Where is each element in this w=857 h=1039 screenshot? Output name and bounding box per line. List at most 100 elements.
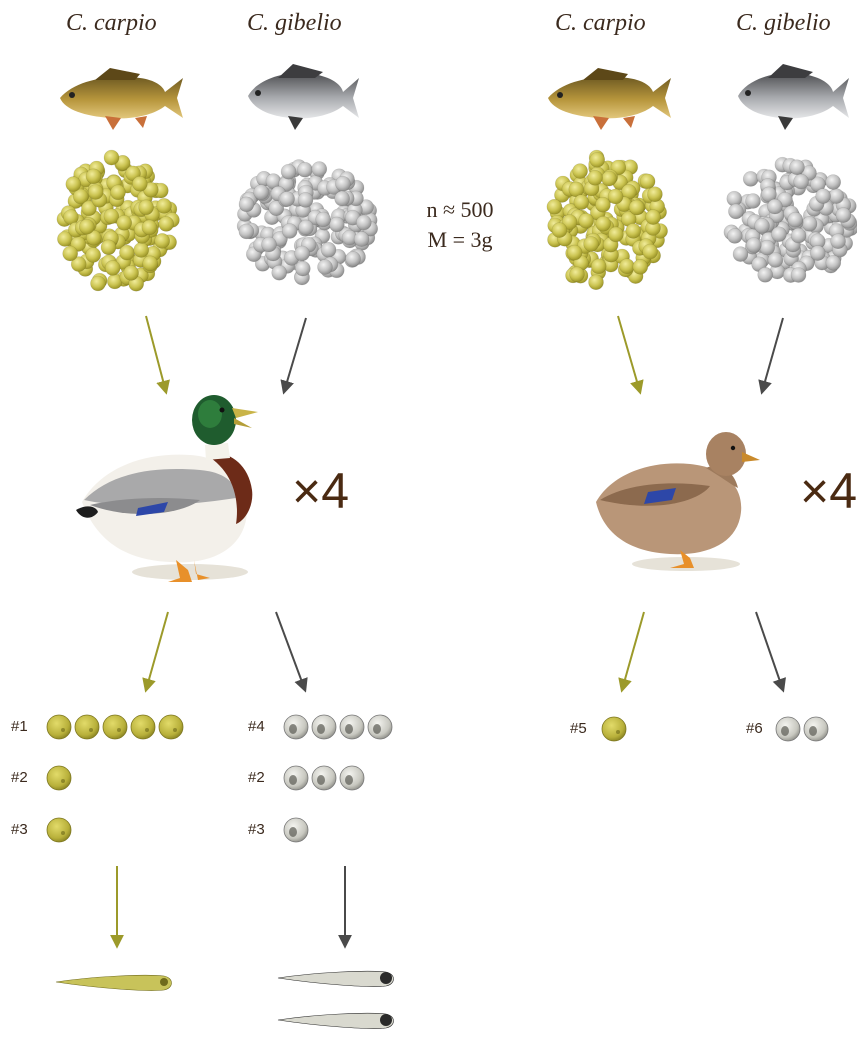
species-label-carpio-right: C. carpio [555,10,646,36]
gibel-carp-fish-icon-right [738,64,849,130]
egg-icon [298,219,314,236]
egg-icon [79,218,95,235]
egg-icon [732,246,749,262]
carp-fish-icon-right [548,68,671,130]
egg-row-2-carpio [46,765,72,791]
egg-icon [809,245,826,261]
n-label: n ≈ 500 [426,197,494,222]
arrow-duck-left-to-gibelio [275,611,308,693]
egg-icon [642,243,658,260]
embryo-icon [616,730,620,734]
egg-row-3-carpio [46,817,72,843]
egg-icon [595,216,612,232]
egg-icon [90,275,106,292]
egg-icon [745,193,761,209]
egg-icon [85,168,102,185]
egg-icon [100,239,117,256]
egg-icon [116,215,132,231]
egg-icon [156,198,172,214]
egg-icon [759,239,776,256]
egg-icon [133,242,149,258]
egg-icon [745,237,762,253]
carp-egg-icon [102,714,128,740]
egg-icon [742,171,759,187]
egg-icon [587,170,603,186]
species-label-carpio-left: C. carpio [66,10,157,36]
egg-icon [793,173,809,190]
egg-row-1 [46,714,184,740]
egg-icon [253,184,269,200]
carp-larva-group [55,974,172,991]
row-label-2-gibelio: #2 [248,769,265,786]
egg-icon [632,258,649,275]
multiplier-right: ×4 [800,463,857,519]
egg-icon [103,208,120,225]
egg-icon [578,212,594,229]
m-label: M = 3g [427,227,493,252]
embryo-icon [289,724,297,734]
larva-eye-icon [160,978,168,986]
embryo-icon [117,728,121,732]
egg-icon [601,170,617,187]
egg-icon [639,173,656,190]
egg-row-5 [601,716,627,742]
embryo-icon [61,728,65,732]
egg-icon [281,223,298,239]
row-label-3-gibelio: #3 [248,821,265,838]
embryo-icon [289,827,297,837]
multiplier-left: ×4 [292,463,350,519]
egg-icon [158,216,174,232]
carp-fish-icon [60,68,183,130]
embryo-icon [145,728,149,732]
egg-icon [754,218,770,234]
egg-icon [825,174,842,190]
gibel-larva-group [277,970,394,1029]
egg-icon [87,184,104,200]
egg-icon [328,216,345,233]
embryo-icon [89,728,93,732]
egg-icon [104,260,121,276]
egg-icon [801,216,818,232]
egg-icon [238,223,255,240]
egg-icon [311,161,328,177]
egg-icon [81,200,97,217]
egg-icon [261,236,277,253]
egg-icon [830,233,846,249]
egg-icon [335,175,351,192]
egg-icon [65,176,82,192]
egg-icon [345,251,361,267]
gibel-larva-icon [277,970,394,987]
egg-icon [294,245,310,262]
egg-icon [828,188,845,204]
egg-icon [142,255,158,272]
egg-icon [297,161,313,178]
embryo-icon [373,724,381,734]
row-label-5: #5 [570,720,587,737]
egg-icon [271,264,288,281]
egg-icon [595,196,611,213]
arrow-duck-left-to-carpio [142,611,169,693]
egg-row-6 [775,716,829,742]
egg-icon [835,207,852,223]
egg-icon [57,231,73,247]
egg-icon [790,267,807,283]
egg-icon [573,194,590,210]
embryo-icon [809,726,817,736]
egg-icon [588,274,604,291]
egg-icon [790,227,807,244]
egg-icon [767,252,784,268]
egg-icon [154,233,170,249]
arrow-duck-right-to-carpio [618,611,645,693]
egg-icon [607,188,624,205]
row-label-3-carpio: #3 [11,821,28,838]
egg-icon [72,188,89,205]
egg-icon [85,247,101,263]
carp-larva-icon [55,974,172,991]
species-label-gibelio-right: C. gibelio [736,10,831,36]
egg-icon [279,191,295,207]
egg-icon [238,196,255,213]
row-label-1: #1 [11,718,28,735]
gibel-carp-fish-icon [248,64,359,130]
egg-row-2-gibelio [283,765,365,791]
carp-egg-icon [46,817,72,843]
